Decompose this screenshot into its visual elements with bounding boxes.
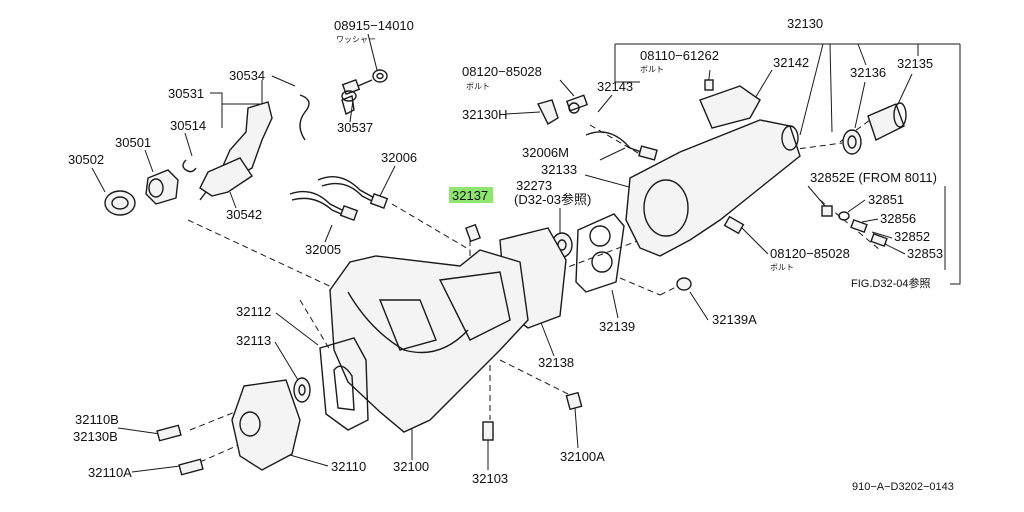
- parts: [104, 69, 907, 476]
- part-32852[interactable]: [850, 218, 868, 234]
- label-32006[interactable]: 32006: [381, 150, 417, 165]
- part-seal-32136[interactable]: [842, 129, 862, 155]
- label-30514[interactable]: 30514: [170, 118, 206, 133]
- part-fork-30531[interactable]: [199, 101, 273, 201]
- part-switch-32006[interactable]: [317, 176, 389, 209]
- part-cover-32142[interactable]: [699, 79, 761, 129]
- part-bearing-30501[interactable]: [145, 169, 179, 205]
- part-switch-32005[interactable]: [289, 190, 359, 221]
- part-32851[interactable]: [821, 205, 833, 217]
- label-32142[interactable]: 32142: [773, 55, 809, 70]
- part-seal-30502[interactable]: [104, 190, 136, 216]
- label-32110A[interactable]: 32110A: [88, 465, 132, 480]
- label-fig-d32-04-ref[interactable]: FIG.D32-04参照: [851, 276, 930, 290]
- label-32138[interactable]: 32138: [538, 355, 574, 370]
- label-32852[interactable]: 32852: [894, 229, 930, 244]
- part-bolt-32139A[interactable]: [676, 277, 692, 291]
- label-bolt-jp-c: ボルト: [770, 263, 794, 272]
- part-bolt-32110B[interactable]: [156, 424, 182, 442]
- label-32137[interactable]: 32137: [452, 188, 488, 203]
- label-30502[interactable]: 30502: [68, 152, 104, 167]
- label-30501[interactable]: 30501: [115, 135, 151, 150]
- part-32130H[interactable]: [536, 99, 559, 125]
- part-32137[interactable]: [465, 223, 481, 243]
- part-washer-08915[interactable]: [341, 69, 388, 102]
- label-32130[interactable]: 32130: [787, 16, 823, 31]
- label-08120-85028-a[interactable]: 08120−85028: [462, 64, 542, 79]
- label-08120-85028-b[interactable]: 08120−85028: [770, 246, 850, 261]
- label-30534[interactable]: 30534: [229, 68, 265, 83]
- part-plug-32103[interactable]: [482, 421, 494, 441]
- label-32273[interactable]: 32273: [516, 178, 552, 193]
- label-30537[interactable]: 30537: [337, 120, 373, 135]
- label-see-d32-03: (D32-03参照): [514, 192, 591, 207]
- label-washer-jp: ワッシャー: [336, 35, 376, 44]
- part-32853[interactable]: [870, 232, 888, 248]
- part-case-32100[interactable]: [329, 249, 529, 433]
- part-gasket-32112[interactable]: [319, 337, 369, 431]
- label-bolt-jp-a: ボルト: [466, 82, 490, 91]
- part-seal-32113[interactable]: [293, 377, 311, 403]
- label-30542[interactable]: 30542: [226, 207, 262, 222]
- part-bolt-32110A[interactable]: [178, 458, 204, 476]
- assembly-guides: [187, 119, 881, 463]
- label-32139[interactable]: 32139: [599, 319, 635, 334]
- label-32110B[interactable]: 32110B: [75, 412, 119, 427]
- part-bolt-08120-a[interactable]: [565, 94, 589, 114]
- label-30531[interactable]: 30531: [168, 86, 204, 101]
- part-32856[interactable]: [838, 211, 850, 221]
- label-32135[interactable]: 32135: [897, 56, 933, 71]
- label-32133[interactable]: 32133: [541, 162, 577, 177]
- label-32143[interactable]: 32143: [597, 79, 633, 94]
- part-boot-32135[interactable]: [867, 102, 907, 141]
- highlight-32137: [449, 187, 493, 203]
- diagram-code: 910−A−D3202−0143: [852, 481, 954, 493]
- label-32856[interactable]: 32856: [880, 211, 916, 226]
- label-32130B[interactable]: 32130B: [73, 429, 118, 444]
- part-32006M[interactable]: [585, 131, 658, 161]
- label-32103[interactable]: 32103: [472, 471, 508, 486]
- part-gasket-32139[interactable]: [575, 213, 625, 293]
- label-32100A[interactable]: 32100A: [560, 449, 605, 464]
- label-32852E[interactable]: 32852E (FROM 8011): [810, 170, 937, 185]
- label-08110-61262[interactable]: 08110−61262: [640, 48, 719, 63]
- label-32112[interactable]: 32112: [236, 304, 271, 319]
- label-32113[interactable]: 32113: [236, 333, 271, 348]
- label-32005[interactable]: 32005: [305, 242, 341, 257]
- label-32100[interactable]: 32100: [393, 459, 429, 474]
- label-08915-14010[interactable]: 08915−14010: [334, 18, 414, 33]
- label-32139A[interactable]: 32139A: [712, 312, 757, 327]
- label-32110[interactable]: 32110: [331, 459, 366, 474]
- part-extension-housing-32130[interactable]: [625, 119, 801, 257]
- part-plug-32100A[interactable]: [565, 391, 583, 411]
- label-32130H[interactable]: 32130H: [462, 107, 508, 122]
- label-32006M[interactable]: 32006M: [522, 145, 569, 160]
- label-32853[interactable]: 32853: [907, 246, 943, 261]
- label-32136[interactable]: 32136: [850, 65, 886, 80]
- part-bolt-08120-b[interactable]: [723, 215, 745, 235]
- label-32851[interactable]: 32851: [868, 192, 904, 207]
- part-labels: 08915−14010 ワッシャー 30534 30531 30514 3053…: [68, 16, 954, 493]
- part-pin-30537[interactable]: [341, 95, 355, 116]
- part-retainer-32110[interactable]: [231, 379, 301, 471]
- part-30534[interactable]: [299, 94, 310, 141]
- part-30514[interactable]: [182, 159, 197, 173]
- label-bolt-jp-b: ボルト: [640, 65, 664, 74]
